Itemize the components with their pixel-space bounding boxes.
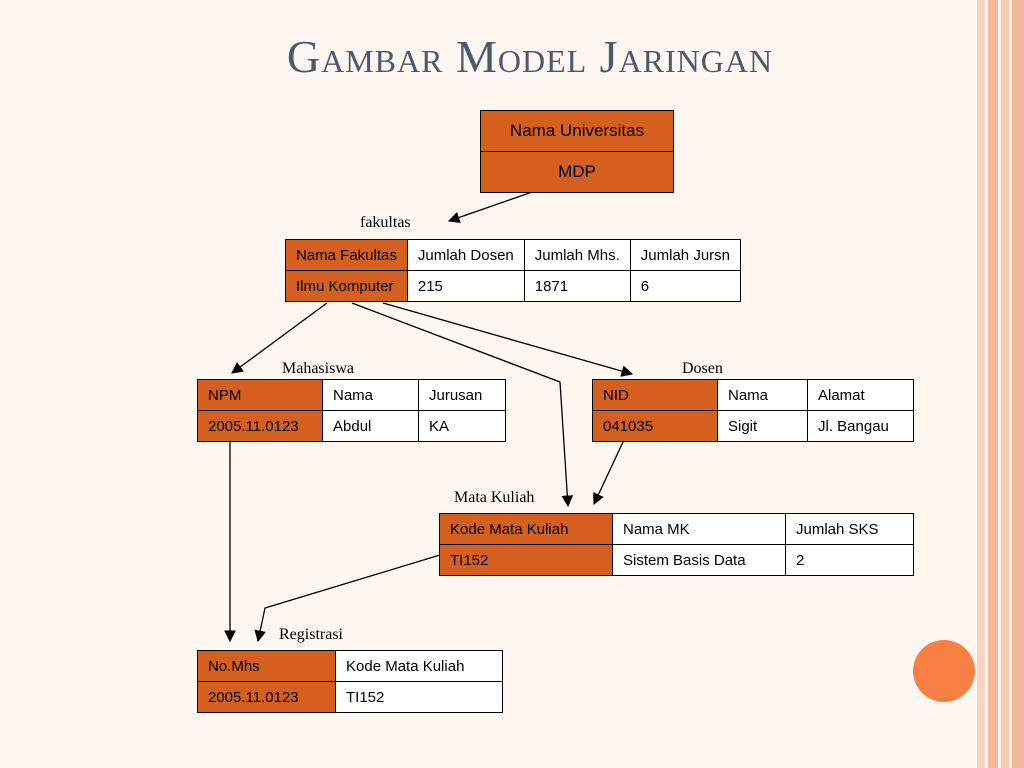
table-row: NPM Nama Jurusan	[197, 379, 506, 411]
header-cell: Nama	[717, 379, 808, 411]
header-cell: Alamat	[807, 379, 914, 411]
data-cell: TI152	[335, 681, 503, 713]
header-cell: Jumlah Dosen	[406, 239, 525, 271]
data-cell: 2	[785, 544, 914, 576]
table-row: 041035 Sigit Jl. Bangau	[592, 410, 914, 442]
data-cell: TI152	[439, 544, 613, 576]
header-cell: Jurusan	[418, 379, 506, 411]
data-cell: Jl. Bangau	[807, 410, 914, 442]
header-cell: NPM	[197, 379, 323, 411]
arrow-universitas-fakultas	[447, 190, 536, 224]
data-cell: 215	[406, 270, 525, 302]
registrasi-table: No.Mhs Kode Mata Kuliah 2005.11.0123 TI1…	[197, 650, 503, 713]
header-cell: Kode Mata Kuliah	[439, 513, 613, 545]
matakuliah-table: Kode Mata Kuliah Nama MK Jumlah SKS TI15…	[439, 513, 914, 576]
table-row: TI152 Sistem Basis Data 2	[439, 544, 914, 576]
arrow-fakultas-matakuliah	[351, 302, 574, 508]
header-cell: Jumlah Mhs.	[523, 239, 631, 271]
data-cell: Sigit	[717, 410, 808, 442]
table-row: Nama Fakultas Jumlah Dosen Jumlah Mhs. J…	[285, 239, 742, 271]
fakultas-table: Nama Fakultas Jumlah Dosen Jumlah Mhs. J…	[285, 239, 742, 302]
header-cell: Nama	[322, 379, 419, 411]
header-cell: NID	[592, 379, 718, 411]
table-row: NID Nama Alamat	[592, 379, 914, 411]
universitas-value: MDP	[480, 151, 674, 193]
arrow-fakultas-dosen	[382, 302, 634, 377]
table-row: Kode Mata Kuliah Nama MK Jumlah SKS	[439, 513, 914, 545]
table-row: 2005.11.0123 TI152	[197, 681, 503, 713]
dosen-table: NID Nama Alamat 041035 Sigit Jl. Bangau	[592, 379, 914, 442]
arrow-fakultas-mahasiswa	[231, 302, 328, 374]
data-cell: 041035	[592, 410, 718, 442]
registrasi-label: Registrasi	[279, 626, 343, 643]
header-cell: Jumlah SKS	[785, 513, 914, 545]
fakultas-label: fakultas	[360, 214, 411, 231]
universitas-header: Nama Universitas	[480, 110, 674, 152]
arrow-matakuliah-registrasi	[254, 554, 441, 643]
dosen-label: Dosen	[682, 360, 723, 377]
slide-title: Gambar Model Jaringan	[286, 31, 774, 82]
header-cell: No.Mhs	[197, 650, 336, 682]
decor-stripe	[1012, 0, 1024, 768]
data-cell: Ilmu Komputer	[285, 270, 408, 302]
decor-circle	[913, 640, 975, 702]
data-cell: 6	[629, 270, 742, 302]
arrow-dosen-matakuliah	[593, 441, 624, 506]
data-cell: Sistem Basis Data	[612, 544, 786, 576]
table-row: 2005.11.0123 Abdul KA	[197, 410, 506, 442]
table-row: Ilmu Komputer 215 1871 6	[285, 270, 742, 302]
header-cell: Nama Fakultas	[285, 239, 408, 271]
data-cell: 2005.11.0123	[197, 681, 336, 713]
matakuliah-label: Mata Kuliah	[454, 489, 535, 506]
universitas-table: Nama Universitas MDP	[480, 110, 674, 193]
table-row: No.Mhs Kode Mata Kuliah	[197, 650, 503, 682]
header-cell: Kode Mata Kuliah	[335, 650, 503, 682]
data-cell: Abdul	[322, 410, 419, 442]
decor-stripe	[988, 0, 998, 768]
decor-stripe	[977, 0, 985, 768]
data-cell: 1871	[523, 270, 631, 302]
header-cell: Jumlah Jursn	[629, 239, 742, 271]
data-cell: 2005.11.0123	[197, 410, 323, 442]
mahasiswa-table: NPM Nama Jurusan 2005.11.0123 Abdul KA	[197, 379, 506, 442]
mahasiswa-label: Mahasiswa	[282, 360, 354, 377]
data-cell: KA	[418, 410, 506, 442]
header-cell: Nama MK	[612, 513, 786, 545]
decor-stripe	[1001, 0, 1009, 768]
